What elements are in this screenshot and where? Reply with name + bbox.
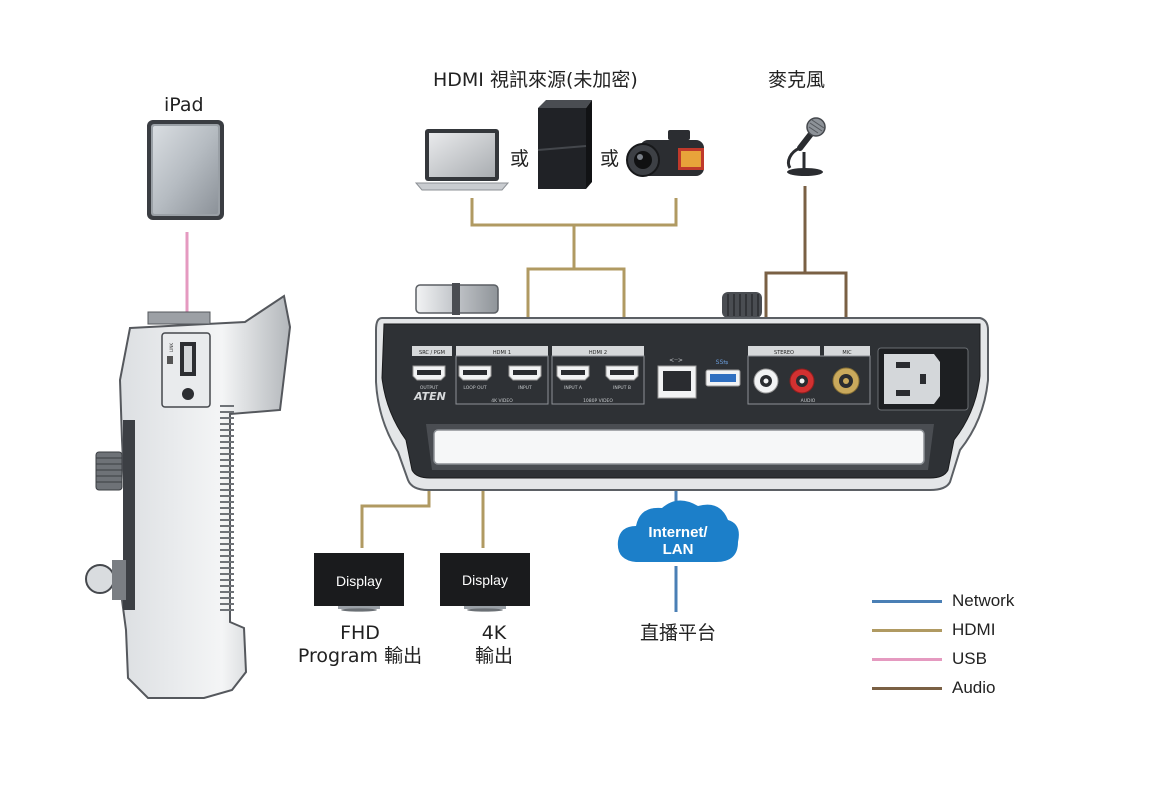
ipad-device bbox=[147, 120, 224, 220]
port-label-src-pgm: SRC / PGM bbox=[419, 350, 445, 356]
hdmi-source-lines bbox=[470, 198, 678, 330]
port-label-hdmi1: HDMI 1 bbox=[493, 350, 511, 356]
fhd-output-label-line1: FHD bbox=[340, 622, 380, 644]
legend-swatch-network bbox=[872, 600, 942, 603]
device-brand-logo: ATEN bbox=[413, 390, 446, 403]
ipad-label: iPad bbox=[164, 94, 204, 116]
usb-port-icon-label: SS⇆ bbox=[716, 359, 729, 366]
port-label-input: INPUT bbox=[518, 385, 532, 391]
side-usb-label: LINK bbox=[169, 343, 174, 352]
port-label-1080p-video: 1080P VIDEO bbox=[583, 398, 613, 404]
display-4k bbox=[440, 553, 530, 612]
port-label-input-b: INPUT B bbox=[613, 385, 631, 391]
cloud-label-line2: LAN bbox=[663, 541, 694, 558]
microphone-label: 麥克風 bbox=[768, 69, 826, 91]
k4-output-label-line1: 4K bbox=[481, 622, 507, 644]
legend-label-network: Network bbox=[952, 591, 1015, 610]
cloud-label-line1: Internet/ bbox=[648, 524, 708, 541]
port-label-loop-out: LOOP OUT bbox=[463, 385, 486, 391]
legend-swatch-usb bbox=[872, 658, 942, 661]
port-label-output: OUTPUT bbox=[420, 385, 439, 391]
lan-port-icon-label: <··> bbox=[669, 357, 683, 364]
laptop-icon bbox=[414, 129, 510, 191]
port-label-input-a: INPUT A bbox=[564, 385, 583, 391]
port-label-4k-video: 4K VIDEO bbox=[491, 398, 513, 404]
display-4k-label: Display bbox=[462, 572, 508, 588]
display-fhd-label: Display bbox=[336, 573, 382, 589]
k4-output-label-line2: 輸出 bbox=[474, 645, 513, 667]
legend-label-hdmi: HDMI bbox=[952, 620, 996, 639]
port-label-stereo: STEREO bbox=[774, 350, 794, 356]
internet-cloud-icon bbox=[617, 500, 739, 562]
legend-swatch-audio bbox=[872, 687, 942, 690]
or-label-2: 或 bbox=[600, 148, 620, 170]
display-fhd bbox=[314, 553, 404, 612]
or-label-1: 或 bbox=[510, 148, 530, 170]
port-label-mic: MIC bbox=[842, 350, 852, 356]
audio-lines bbox=[764, 186, 848, 338]
port-label-hdmi2: HDMI 2 bbox=[589, 350, 607, 356]
camcorder-icon bbox=[626, 130, 704, 177]
side-panel-device: LINK bbox=[85, 294, 292, 699]
main-device-rear bbox=[375, 283, 989, 491]
hdmi-sources-label: HDMI 視訊來源(未加密) bbox=[433, 69, 638, 91]
streaming-platform-label: 直播平台 bbox=[639, 622, 716, 644]
fhd-output-label-line2: Program 輸出 bbox=[297, 645, 423, 667]
microphone-icon bbox=[786, 117, 826, 176]
legend-label-usb: USB bbox=[952, 649, 987, 668]
legend-swatch-hdmi bbox=[872, 629, 942, 632]
port-label-audio: AUDIO bbox=[801, 398, 816, 404]
legend-label-audio: Audio bbox=[952, 678, 996, 697]
game-console-icon bbox=[537, 100, 592, 189]
